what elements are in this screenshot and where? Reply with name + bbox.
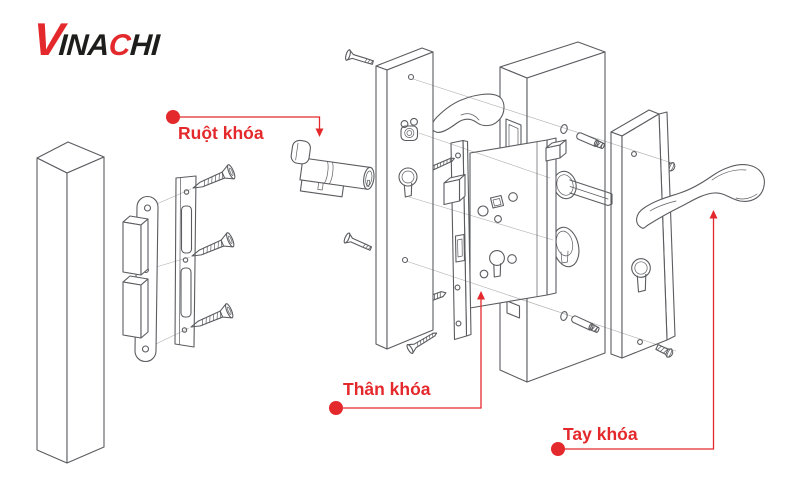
callout-label-lock-handle: Tay khóa bbox=[563, 424, 638, 444]
spindle-square-hole bbox=[489, 194, 505, 209]
rear-keyhole bbox=[631, 258, 651, 293]
callout-pointer-body bbox=[329, 291, 485, 415]
lock-faceplate bbox=[450, 139, 472, 341]
door-bottom-hole bbox=[560, 311, 568, 321]
front-escutcheon-plate bbox=[375, 47, 434, 350]
lock-cylinder-drawing bbox=[290, 139, 375, 198]
rear-escutcheon-group bbox=[610, 109, 765, 360]
strike-plate-assembly bbox=[122, 163, 237, 362]
lock-body-group bbox=[376, 137, 567, 355]
case-keyhole bbox=[489, 250, 505, 278]
front-plate-bolts bbox=[342, 48, 375, 255]
door-top-hole bbox=[560, 124, 568, 134]
front-door-handle bbox=[431, 93, 505, 133]
front-keyhole bbox=[398, 167, 418, 198]
rear-escutcheon-plate bbox=[610, 109, 676, 359]
callout-pointer-cylinder bbox=[166, 110, 324, 137]
deadbolt-slot bbox=[454, 233, 466, 263]
strike-back-plate bbox=[174, 175, 197, 348]
latch-bolt bbox=[443, 173, 466, 206]
assembly-guide-lines bbox=[405, 78, 677, 352]
door-frame-post bbox=[36, 141, 105, 464]
callout-label-lock-body: Thân khóa bbox=[343, 379, 431, 399]
thumbturn-knob bbox=[290, 139, 311, 165]
handle-hub-cutout bbox=[400, 117, 419, 142]
callout-label-lock-cylinder: Ruột khóa bbox=[178, 123, 264, 143]
lock-case bbox=[469, 137, 567, 309]
strike-dust-boxes bbox=[122, 215, 149, 339]
callout-pointer-handle bbox=[551, 210, 718, 456]
rear-door-handle bbox=[636, 164, 765, 229]
spindle-and-rosette bbox=[553, 170, 613, 207]
